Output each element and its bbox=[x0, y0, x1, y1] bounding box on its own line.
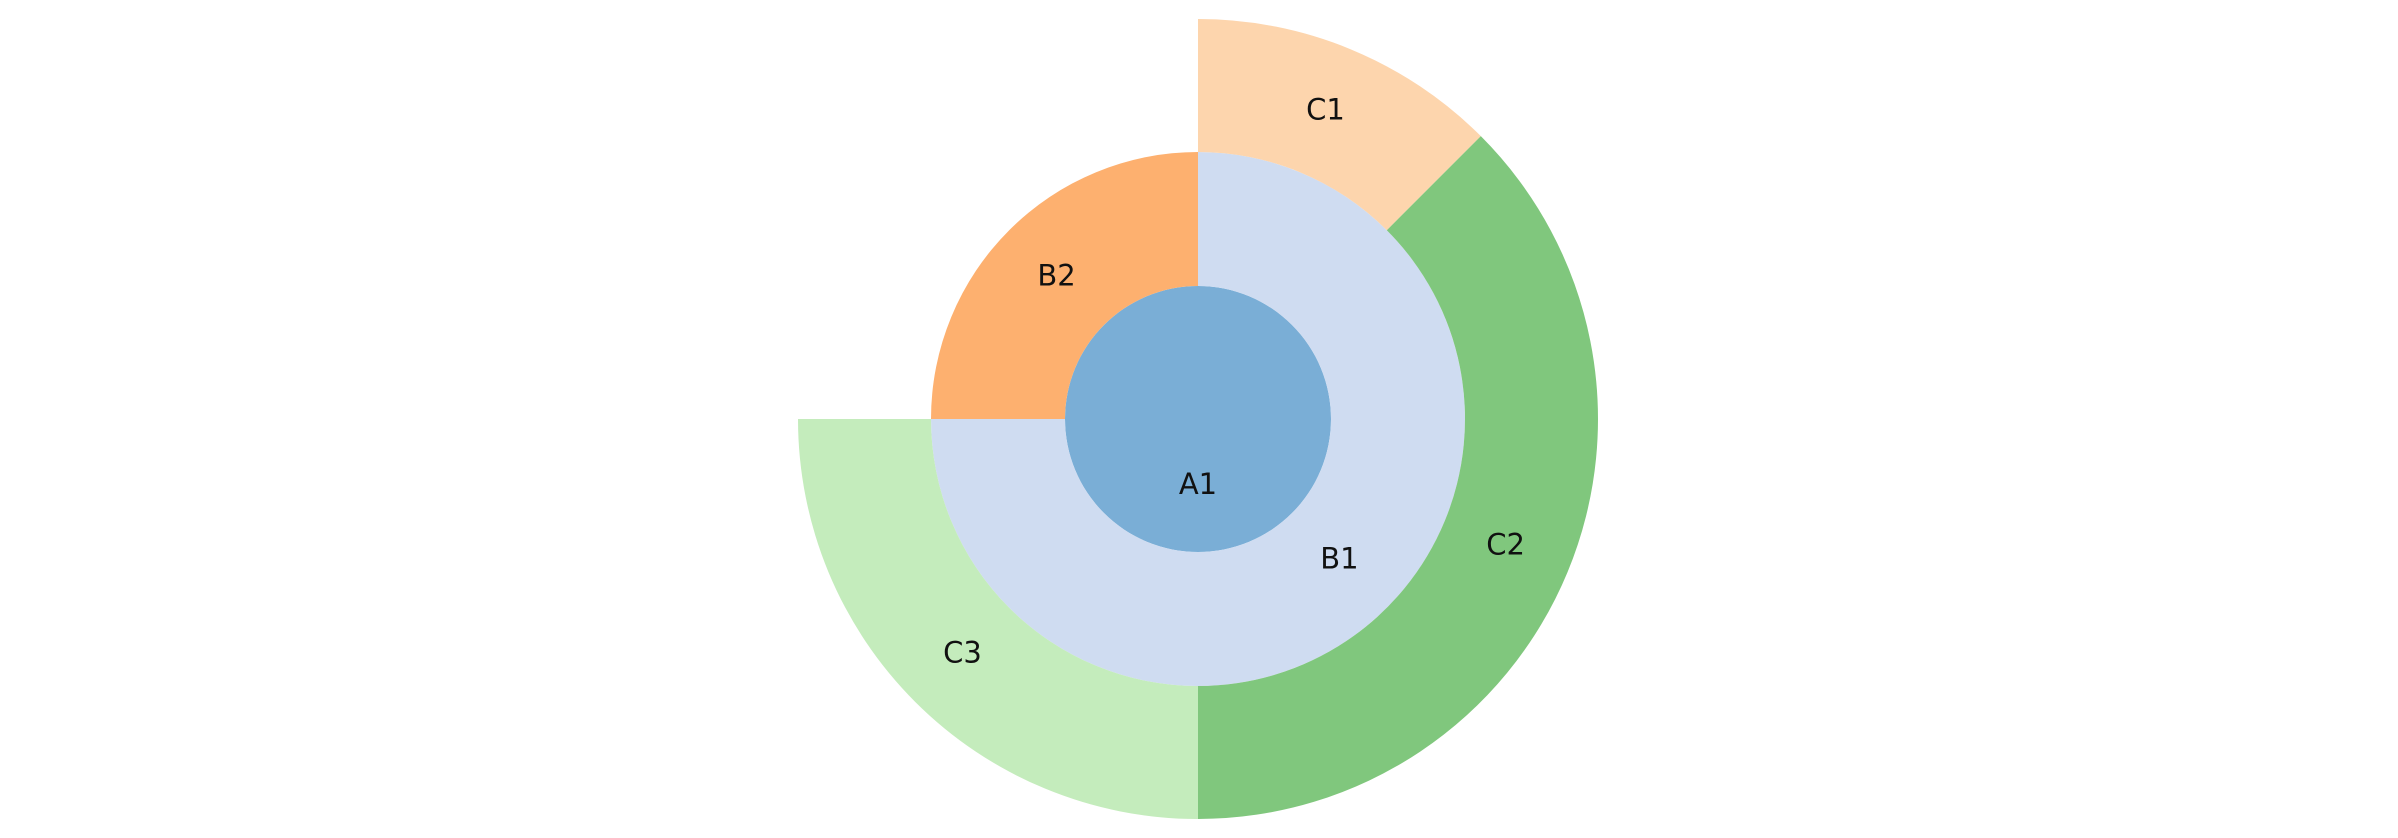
segment-label-c3: C3 bbox=[943, 635, 982, 669]
segment-label-b1: B1 bbox=[1320, 541, 1358, 575]
segment-c2 bbox=[1198, 136, 1598, 819]
segment-label-c1: C1 bbox=[1306, 92, 1345, 126]
segment-a1 bbox=[1065, 286, 1331, 552]
chart-segments bbox=[798, 19, 1598, 819]
segment-label-a1: A1 bbox=[1179, 467, 1217, 501]
segment-b2 bbox=[931, 152, 1198, 419]
segment-c3 bbox=[798, 419, 1198, 819]
segment-c1 bbox=[1198, 19, 1481, 231]
segment-label-b2: B2 bbox=[1037, 259, 1075, 293]
segment-b1 bbox=[931, 152, 1465, 686]
segment-label-c2: C2 bbox=[1486, 527, 1525, 561]
